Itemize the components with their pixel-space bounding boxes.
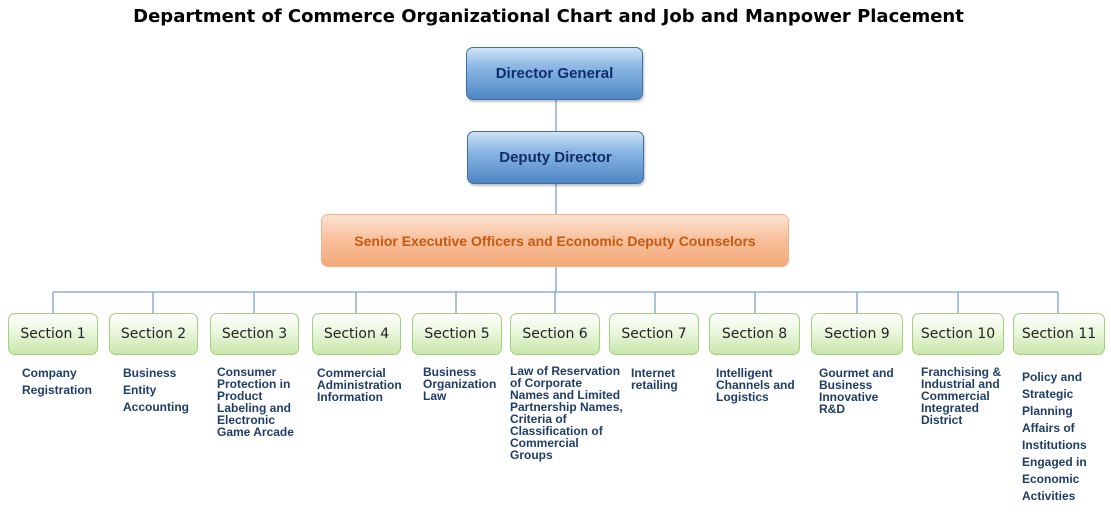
- section-7-label: Section 7: [621, 326, 687, 342]
- section-2-box: Section 2: [109, 313, 198, 355]
- section-11-label: Section 11: [1021, 326, 1097, 342]
- section-8-label: Section 8: [721, 326, 788, 342]
- section-6-label: Section 6: [522, 326, 588, 342]
- section-3-box: Section 3: [210, 313, 299, 355]
- section-8-description: Intelligent Channels and Logistics: [716, 366, 795, 404]
- section-9-label: Section 9: [824, 326, 890, 342]
- section-4-box: Section 4: [312, 313, 401, 355]
- section-10-box: Section 10: [912, 313, 1004, 355]
- section-4-description: Commercial Administration Information: [317, 366, 402, 404]
- deputy-director-box: Deputy Director: [467, 131, 644, 184]
- section-8-box: Section 8: [709, 313, 800, 355]
- section-3-description: Consumer Protection in Product Labeling …: [217, 365, 294, 439]
- section-3-label: Section 3: [221, 326, 288, 342]
- section-7-box: Section 7: [609, 313, 699, 355]
- section-11-description: Policy and Strategic Planning Affairs of…: [1022, 370, 1087, 503]
- section-10-description: Franchising & Industrial and Commercial …: [921, 365, 1002, 427]
- section-9-box: Section 9: [811, 313, 903, 355]
- section-5-description: Business Organization Law: [423, 365, 497, 403]
- director-general-label: Director General: [495, 65, 614, 82]
- section-6-description: Law of Reservation of Corporate Names an…: [510, 364, 623, 462]
- deputy-director-label: Deputy Director: [499, 149, 612, 166]
- section-1-box: Section 1: [8, 313, 98, 355]
- senior-officers-label: Senior Executive Officers and Economic D…: [354, 232, 756, 249]
- section-2-label: Section 2: [120, 326, 187, 342]
- section-11-box: Section 11: [1013, 313, 1105, 355]
- section-6-box: Section 6: [510, 313, 600, 355]
- section-5-label: Section 5: [424, 326, 490, 342]
- section-7-description: Internet retailing: [631, 366, 678, 392]
- section-4-label: Section 4: [323, 326, 390, 342]
- senior-officers-box: Senior Executive Officers and Economic D…: [321, 214, 789, 267]
- section-1-description: Company Registration: [22, 366, 93, 397]
- director-general-box: Director General: [466, 47, 643, 100]
- chart-title: Department of Commerce Organizational Ch…: [133, 6, 964, 27]
- section-1-label: Section 1: [20, 326, 86, 342]
- section-5-box: Section 5: [412, 313, 502, 355]
- section-10-label: Section 10: [920, 326, 996, 342]
- section-2-description: Business Entity Accounting: [123, 366, 189, 414]
- section-9-description: Gourmet and Business Innovative R&D: [819, 366, 894, 416]
